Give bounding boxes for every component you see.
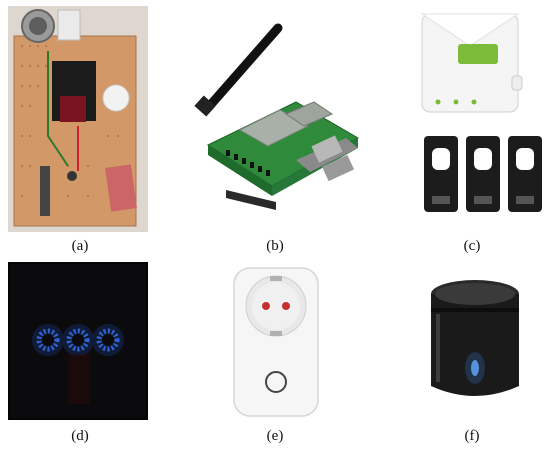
panel-b-caption: (b) bbox=[266, 238, 284, 254]
panel-a-image bbox=[8, 6, 148, 232]
panel-b-image bbox=[186, 10, 366, 220]
panel-d-image bbox=[8, 262, 148, 420]
panel-c-image bbox=[408, 6, 548, 232]
panel-d-caption: (d) bbox=[71, 428, 89, 444]
panel-f-image bbox=[420, 274, 530, 414]
panel-a-caption: (a) bbox=[71, 238, 89, 254]
panel-e-caption: (e) bbox=[266, 428, 284, 444]
panel-c-caption: (c) bbox=[463, 238, 481, 254]
panel-e-image bbox=[226, 262, 326, 422]
panel-f-caption: (f) bbox=[464, 428, 480, 444]
